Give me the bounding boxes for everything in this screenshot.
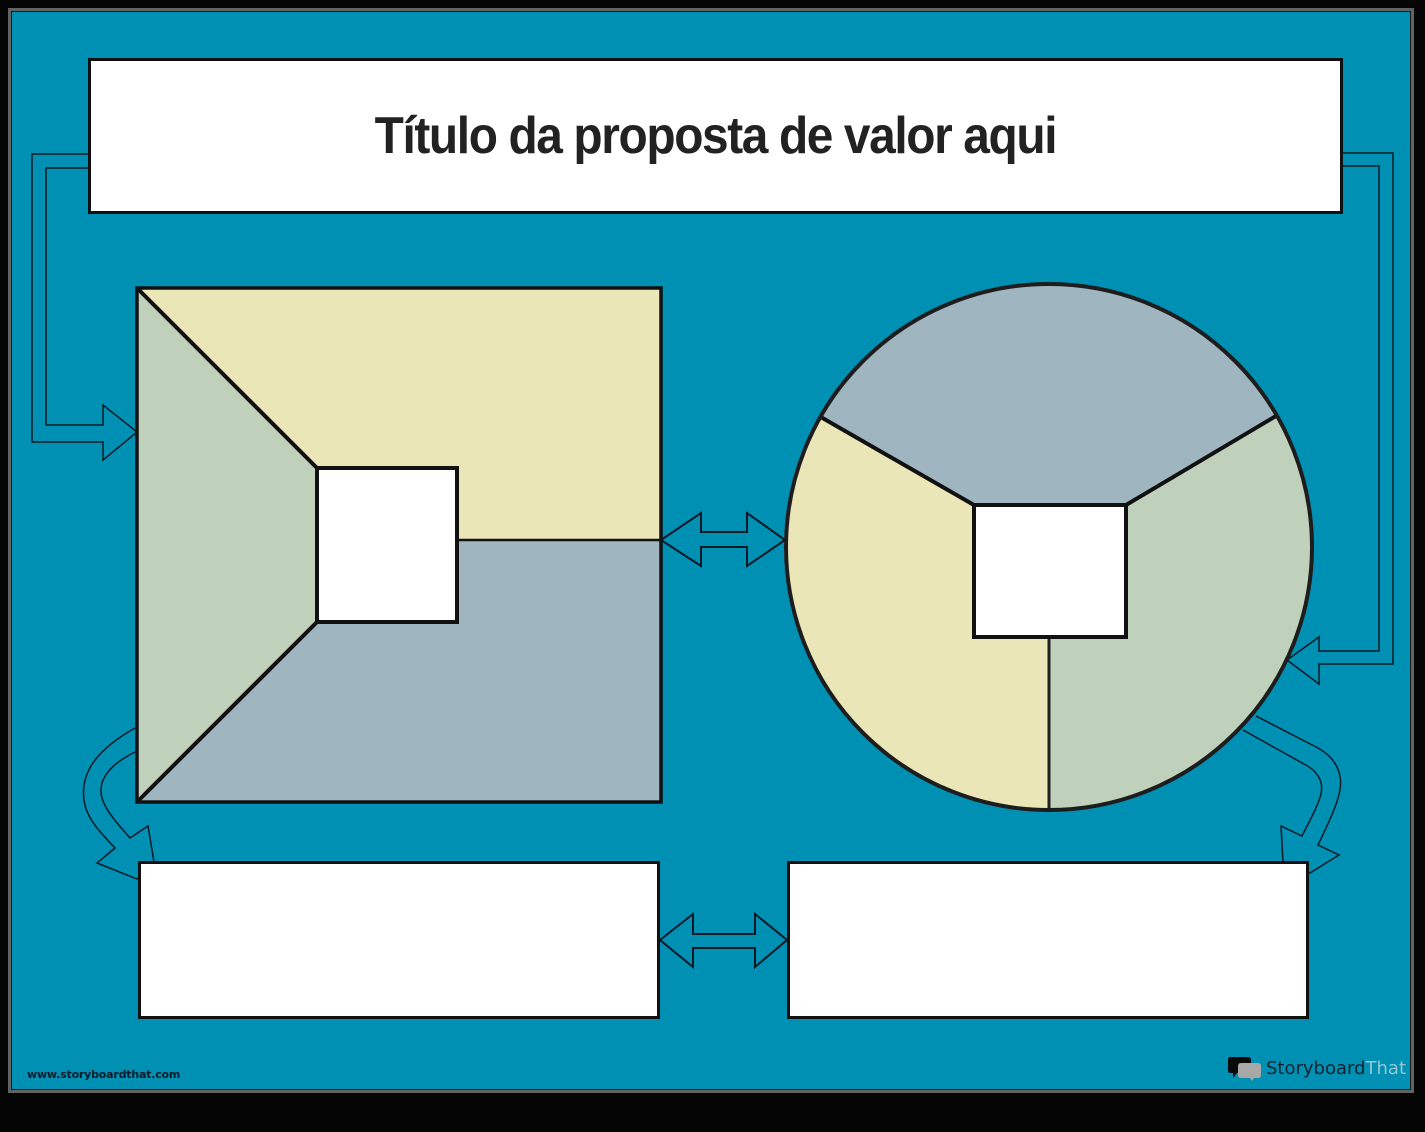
speech-bubbles-icon	[1228, 1057, 1261, 1081]
circle-panel	[784, 282, 1314, 812]
logo-text-primary: Storyboard	[1266, 1057, 1366, 1079]
bottom-right-text-box[interactable]	[787, 861, 1309, 1019]
double-arrow-middle	[659, 511, 787, 568]
square-section-bottom-blue[interactable]	[137, 540, 661, 802]
square-section-left-green[interactable]	[137, 288, 317, 802]
arrow-square-to-bottom-left-box	[82, 727, 155, 880]
website-watermark: www.storyboardthat.com	[27, 1068, 181, 1081]
circle-center-box[interactable]	[972, 503, 1128, 639]
logo-text-secondary: That	[1365, 1057, 1407, 1079]
arrow-circle-to-bottom-right-box	[1242, 715, 1342, 874]
square-panel	[135, 286, 663, 804]
page-title: Título da proposta de valor aqui	[374, 107, 1058, 165]
square-section-top-yellow[interactable]	[137, 288, 661, 540]
bottom-left-text-box[interactable]	[138, 861, 660, 1019]
title-box[interactable]: Título da proposta de valor aqui	[88, 58, 1343, 214]
storyboardthat-logo: StoryboardThat	[1228, 1055, 1406, 1081]
square-center-box[interactable]	[315, 466, 459, 624]
double-arrow-bottom	[658, 911, 789, 970]
